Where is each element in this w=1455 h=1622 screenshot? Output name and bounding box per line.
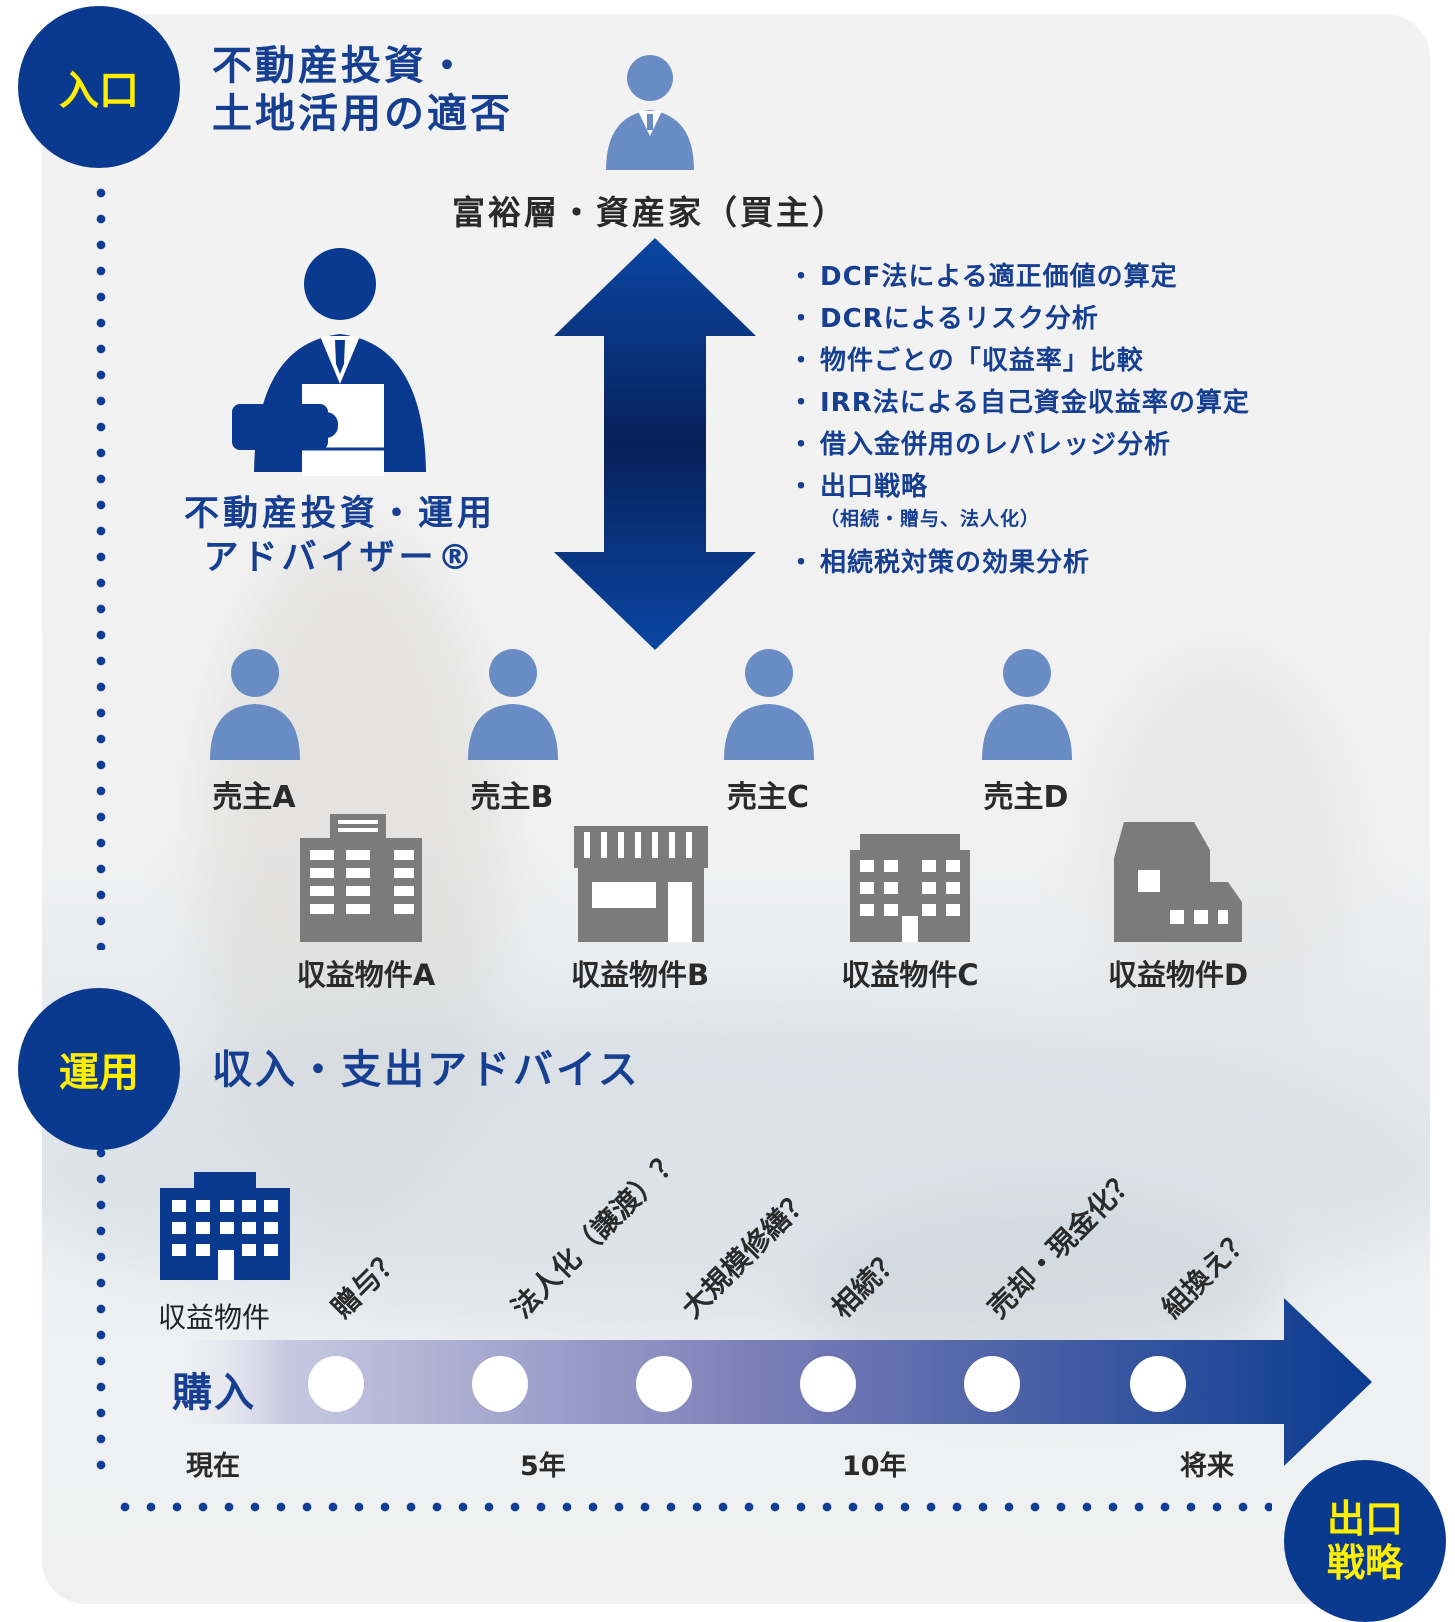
seller-b-label: 売主B [470,780,554,815]
operation-title: 収入・支出アドバイス [212,1047,641,1093]
seller-d-person-icon [982,649,1072,760]
timeline-point-3 [636,1356,692,1412]
property-a-label: 収益物件A [296,958,436,992]
entry-title-line1: 不動産投資・ [212,43,470,89]
timeline-point-2 [472,1356,528,1412]
analysis-item-exit: 出口戦略 （相続・贈与、法人化） [788,466,1250,530]
advisor-label-line1: 不動産投資・運用 [184,494,497,534]
seller-d-label: 売主D [983,780,1069,815]
time-label-10y: 10年 [842,1451,907,1482]
timeline-property-label: 収益物件 [158,1301,271,1334]
entry-badge-label: 入口 [59,68,139,114]
time-label-5y: 5年 [520,1451,566,1482]
office-building-icon [300,814,422,942]
analysis-item: IRR法による自己資金収益率の算定 [788,382,1250,424]
seller-c-label: 売主C [726,780,810,815]
analysis-item: 借入金併用のレバレッジ分析 [788,424,1250,466]
analysis-item: 相続税対策の効果分析 [788,542,1250,584]
analysis-item: DCRによるリスク分析 [788,298,1250,340]
analysis-list: DCF法による適正価値の算定 DCRによるリスク分析 物件ごとの「収益率」比較 … [788,256,1250,584]
timeline-point-6 [1130,1356,1186,1412]
route-corner [96,1455,136,1495]
timeline-point-5 [964,1356,1020,1412]
exit-badge-line1: 出口 [1326,1497,1403,1541]
buyer-label: 富裕層・資産家（買主） [452,193,848,232]
seller-c-person-icon [724,649,814,760]
analysis-exit-note: （相続・贈与、法人化） [820,508,1041,530]
route-dots-bottom [96,1140,106,1476]
property-d-label: 収益物件D [1107,958,1249,992]
exit-strategy-badge: 出口 戦略 [1284,1460,1446,1622]
advisor-label: 不動産投資・運用 アドバイザー® [184,492,496,580]
analysis-item: 物件ごとの「収益率」比較 [788,340,1250,382]
store-icon [574,826,708,942]
buyer-person-icon [606,55,694,170]
advisor-label-line2: アドバイザー® [203,538,477,578]
analysis-item: DCF法による適正価値の算定 [788,256,1250,298]
double-arrow-icon [554,238,756,650]
property-c-label: 収益物件C [841,958,979,992]
apartment-building-icon [850,834,970,942]
timeline-point-4 [800,1356,856,1412]
exit-badge-line2: 戦略 [1326,1541,1403,1585]
timeline-arrow [140,1298,1372,1466]
time-label-now: 現在 [186,1451,240,1482]
timeline-building-icon [160,1172,290,1280]
route-dots-horizontal [112,1502,1272,1512]
seller-b-person-icon [468,649,558,760]
property-b-label: 収益物件B [570,958,710,992]
seller-a-label: 売主A [212,780,296,815]
house-icon [1114,822,1242,942]
route-dots-top [96,180,106,950]
operation-badge: 運用 [18,988,180,1150]
entry-title: 不動産投資・ 土地活用の適否 [212,42,513,138]
timeline-purchase-label: 購入 [172,1370,256,1416]
advisor-icon [232,248,426,476]
operation-badge-label: 運用 [59,1050,139,1096]
seller-a-person-icon [210,649,300,760]
entry-badge: 入口 [18,6,180,168]
timeline-point-1 [308,1356,364,1412]
analysis-item-exit-label: 出口戦略 [820,472,929,502]
entry-title-line2: 土地活用の適否 [212,91,513,137]
time-label-future: 将来 [1180,1451,1234,1482]
